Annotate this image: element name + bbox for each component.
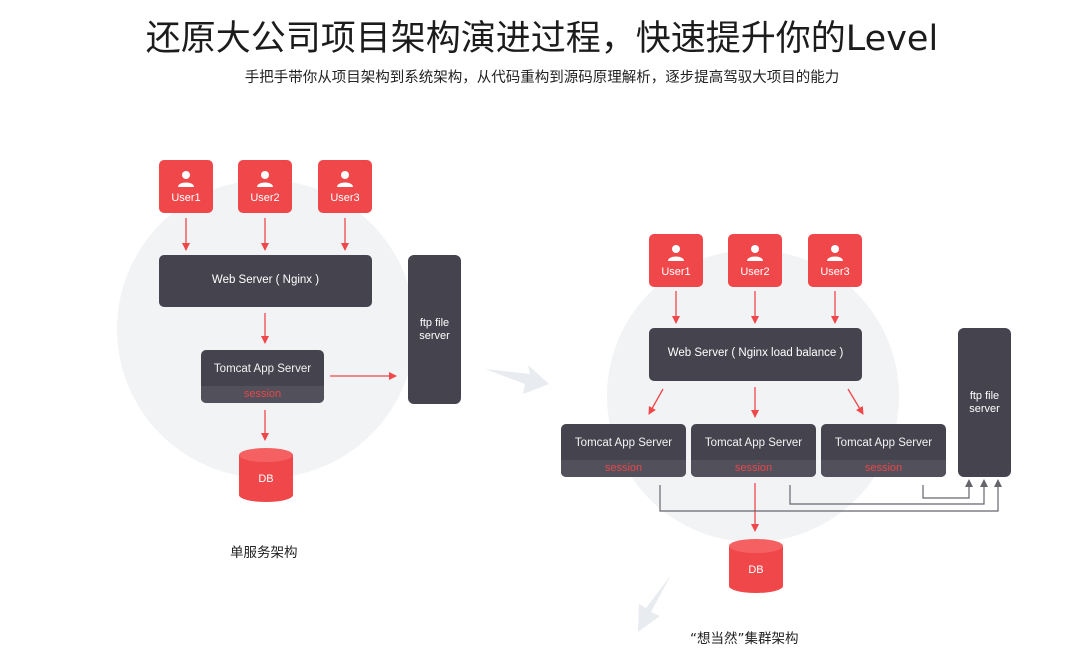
cluster-app-server-3: Tomcat App Server session xyxy=(821,424,946,477)
database-icon xyxy=(239,448,293,502)
app-server-label: Tomcat App Server xyxy=(574,437,673,449)
user-label: User2 xyxy=(250,192,280,204)
cluster-bg-circle xyxy=(607,250,899,542)
arrow-c-web-app3 xyxy=(847,388,864,415)
db-label: DB xyxy=(748,564,764,576)
app-server-label: Tomcat App Server xyxy=(834,437,933,449)
app-server-label: Tomcat App Server xyxy=(704,437,803,449)
cluster-app-server-1: Tomcat App Server session xyxy=(561,424,686,477)
cluster-ftp-server: ftp file server xyxy=(958,328,1011,477)
session-label: session xyxy=(561,460,686,477)
connector-app2-ftp xyxy=(789,479,988,505)
user-icon xyxy=(257,171,273,187)
user-label: User3 xyxy=(820,266,850,278)
single-ftp-server: ftp file server xyxy=(408,255,461,404)
ftp-label-line1: ftp file xyxy=(419,316,450,329)
app-server-label: Tomcat App Server xyxy=(213,363,312,375)
user-label: User2 xyxy=(740,266,770,278)
connector-app3-ftp xyxy=(922,479,973,499)
session-label: session xyxy=(691,460,816,477)
cluster-app-server-2: Tomcat App Server session xyxy=(691,424,816,477)
page-title: 还原大公司项目架构演进过程，快速提升你的Level xyxy=(145,19,939,59)
arrow-c-web-app1 xyxy=(648,388,664,415)
transition-arrow-down-left-icon xyxy=(638,575,671,632)
single-caption: 单服务架构 xyxy=(230,545,298,561)
ftp-label-line1: ftp file xyxy=(969,389,1000,402)
user-icon xyxy=(827,245,843,261)
connector-app1-ftp xyxy=(659,479,1002,512)
single-web-server: Web Server ( Nginx ) xyxy=(159,255,372,307)
cluster-user3: User3 xyxy=(808,234,862,287)
single-app-server: Tomcat App Server session xyxy=(201,350,324,403)
session-label: session xyxy=(821,460,946,477)
user-icon xyxy=(337,171,353,187)
session-label: session xyxy=(201,386,324,403)
single-db: DB xyxy=(238,447,294,503)
cluster-caption: “想当然”集群架构 xyxy=(690,631,799,647)
cluster-user2: User2 xyxy=(728,234,782,287)
web-server-label: Web Server ( Nginx load balance ) xyxy=(667,347,844,359)
user-icon xyxy=(178,171,194,187)
cluster-user1: User1 xyxy=(649,234,703,287)
user-icon xyxy=(747,245,763,261)
user-icon xyxy=(668,245,684,261)
cluster-web-server: Web Server ( Nginx load balance ) xyxy=(649,328,862,381)
ftp-label-line2: server xyxy=(419,329,450,342)
user-label: User1 xyxy=(171,192,201,204)
db-label: DB xyxy=(258,473,274,485)
transition-arrow-right-icon xyxy=(485,365,549,394)
cluster-db: DB xyxy=(728,538,784,594)
ftp-label-line2: server xyxy=(969,402,1000,415)
web-server-label: Web Server ( Nginx ) xyxy=(211,274,320,286)
single-user1: User1 xyxy=(159,160,213,213)
user-label: User1 xyxy=(661,266,691,278)
database-icon xyxy=(729,539,783,593)
single-user2: User2 xyxy=(238,160,292,213)
single-bg-circle xyxy=(117,180,415,478)
user-label: User3 xyxy=(330,192,360,204)
page-subtitle: 手把手带你从项目架构到系统架构，从代码重构到源码原理解析，逐步提高驾驭大项目的能… xyxy=(244,70,840,86)
single-user3: User3 xyxy=(318,160,372,213)
